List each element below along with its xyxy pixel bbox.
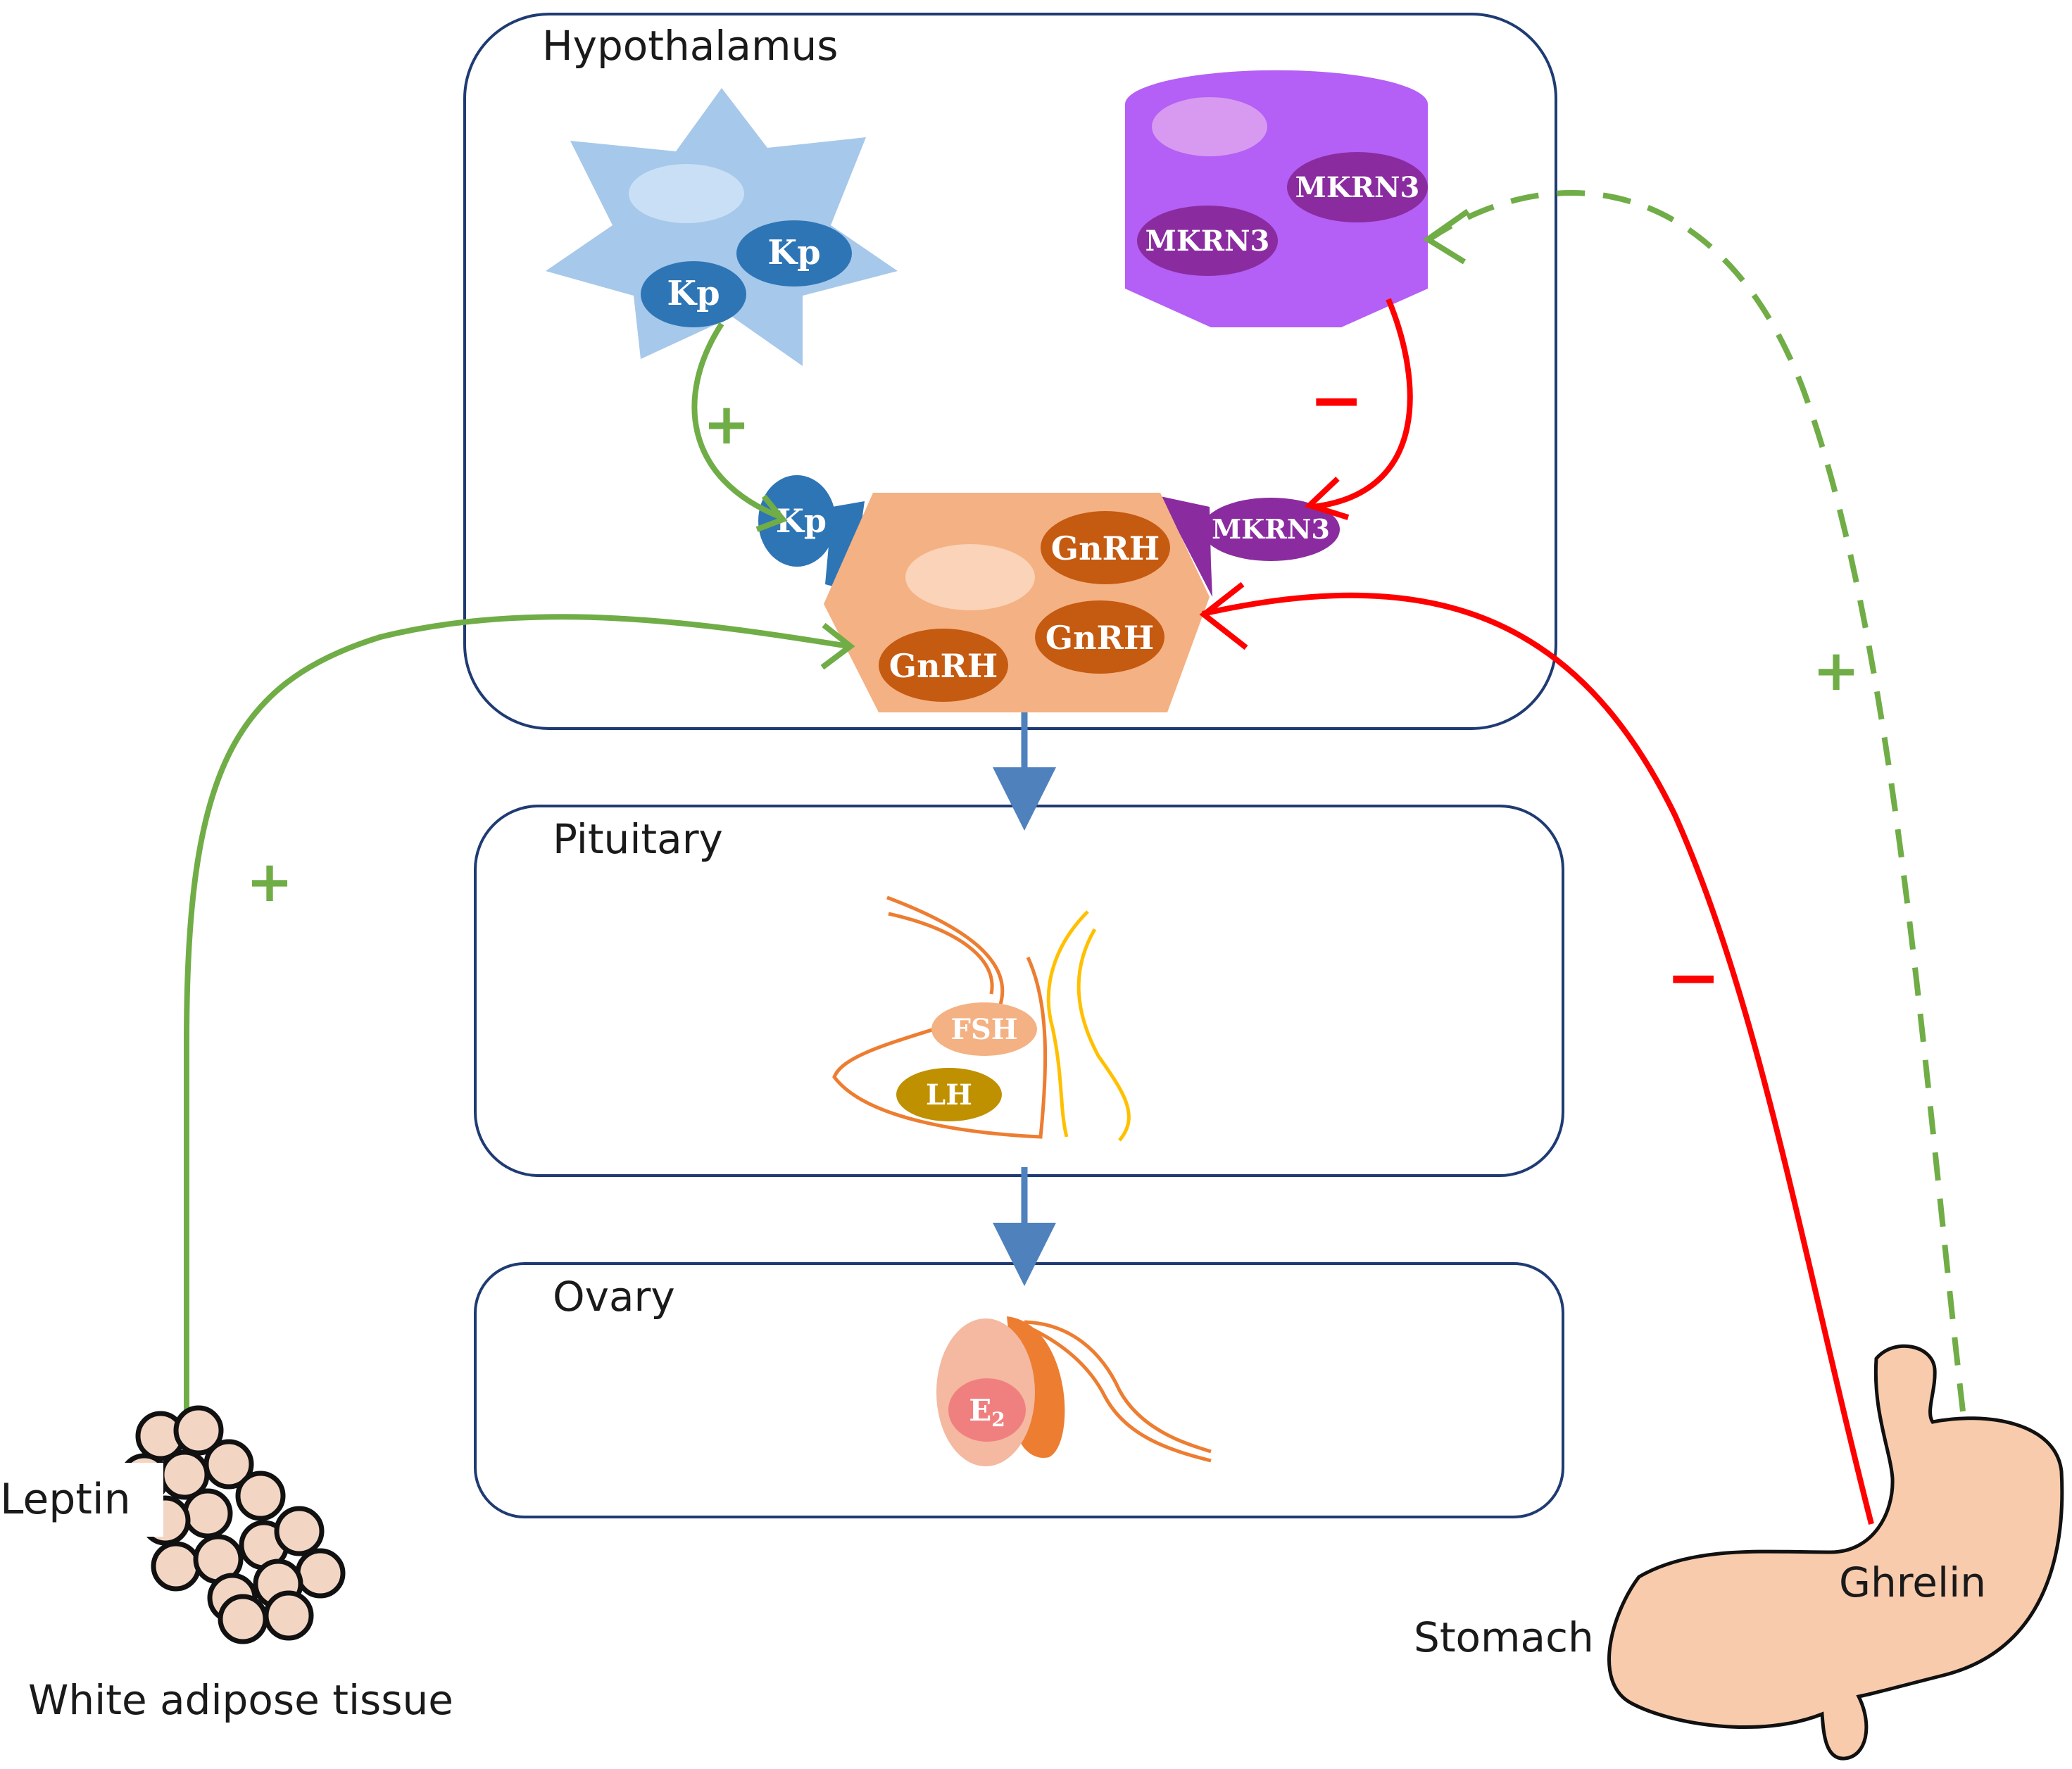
gnrh-molecule <box>879 629 1008 702</box>
kp-molecule <box>641 261 746 327</box>
hypothalamus-box <box>463 13 1557 730</box>
ghrelin-to-mkrn3-arrowhead <box>1422 208 1470 265</box>
fsh-label: FSH <box>950 1013 1017 1046</box>
pituitary-label: Pituitary <box>553 815 723 863</box>
kp-to-gnrh-arrow <box>691 322 783 520</box>
mkrn3-molecule <box>1287 152 1428 222</box>
mkrn3-neuron-nucleus <box>1152 97 1267 156</box>
e2-molecule <box>948 1378 1026 1442</box>
ghrelin-to-gnrh-inhibition <box>1202 592 1874 1525</box>
mkrn3-minus-sign: − <box>1309 363 1363 438</box>
ghrelin-label: Ghrelin <box>1839 1559 1986 1606</box>
hypothalamus-label: Hypothalamus <box>542 22 838 70</box>
mkrn3-bound-label: MKRN3 <box>1212 513 1330 545</box>
white-adipose-label: White adipose tissue <box>28 1676 453 1724</box>
lh-label: LH <box>926 1078 972 1112</box>
stomach-icon <box>1607 1344 2064 1761</box>
gnrh-molecule-label: GnRH <box>889 647 998 685</box>
kp-neuron-nucleus <box>629 164 744 223</box>
kp-to-gnrh-arrowhead <box>755 494 788 532</box>
gnrh-neuron: Kp MKRN3 GnRH GnRH GnRH <box>758 475 1340 712</box>
fsh-molecule <box>931 1002 1037 1056</box>
mkrn3-molecule-label: MKRN3 <box>1295 171 1420 204</box>
kp-plus-sign: + <box>703 391 750 457</box>
mkrn3-molecule <box>1137 206 1278 276</box>
mkrn3-to-gnrh-inhibition <box>1312 298 1413 510</box>
kp-molecule-label: Kp <box>667 274 720 313</box>
leptin-to-gnrh-arrow <box>184 614 849 1415</box>
leptin-label-bg <box>0 1463 163 1537</box>
ovary-organ: E2 <box>936 1316 1212 1466</box>
leptin-plus-sign: + <box>246 849 293 914</box>
e2-label: E2 <box>969 1393 1005 1431</box>
pituitary-gland: FSH LH <box>832 895 1131 1142</box>
gnrh-molecule-label: GnRH <box>1051 529 1160 567</box>
gnrh-molecule <box>1041 511 1170 584</box>
mkrn3-bound-molecule <box>1202 498 1340 561</box>
mkrn3-to-gnrh-arrowhead <box>1304 477 1350 520</box>
mkrn3-molecule-label: MKRN3 <box>1145 225 1270 258</box>
ghrelin-plus-sign: + <box>1812 638 1859 703</box>
kp-molecule <box>736 220 852 287</box>
ghrelin-to-mkrn3-arrow <box>1427 190 1966 1412</box>
kp-bound-molecule <box>758 475 836 567</box>
ghrelin-to-gnrh-arrowhead <box>1199 581 1248 650</box>
mkrn3-neuron: MKRN3 MKRN3 <box>1125 70 1428 328</box>
stomach-label: Stomach <box>1414 1613 1594 1661</box>
gnrh-molecule-label: GnRH <box>1046 619 1154 657</box>
leptin-to-gnrh-arrowhead <box>820 622 855 670</box>
lh-molecule <box>896 1068 1002 1121</box>
gnrh-neuron-nucleus <box>905 544 1035 610</box>
kp-molecule-label: Kp <box>767 233 820 272</box>
leptin-label: Leptin <box>0 1475 131 1524</box>
ghrelin-minus-sign: − <box>1666 940 1720 1015</box>
ovary-label: Ovary <box>553 1273 675 1321</box>
kp-neuron: Kp Kp <box>546 88 898 366</box>
gnrh-molecule <box>1035 600 1164 674</box>
